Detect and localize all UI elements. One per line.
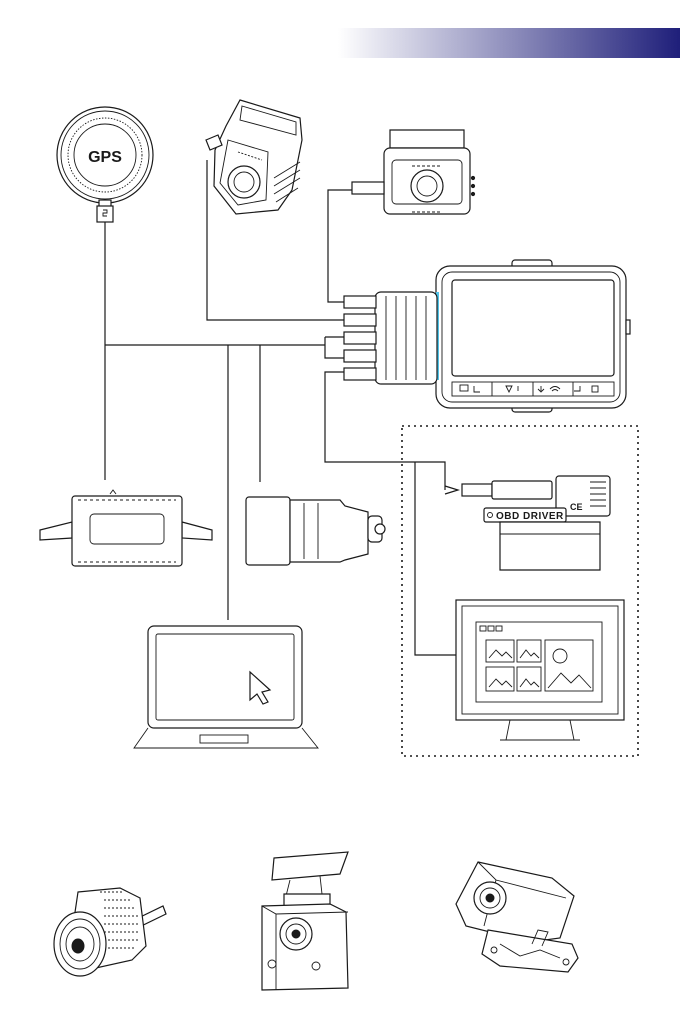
license-plate-camera-icon <box>456 862 578 972</box>
car-charger-icon <box>246 497 385 565</box>
bullet-camera-icon <box>54 888 166 976</box>
monitor-icon <box>456 600 624 740</box>
gps-icon: GPS <box>57 107 153 222</box>
header-band <box>338 28 680 58</box>
hardwire-kit-icon <box>40 490 212 566</box>
dashcam-screen <box>452 280 614 376</box>
obd-ce-mark: CE <box>570 502 583 512</box>
interior-camera-icon <box>262 852 348 990</box>
rear-camera-icon <box>352 130 475 214</box>
dashcam-icon <box>344 260 630 412</box>
connection-wires <box>105 160 458 655</box>
gps-label: GPS <box>88 149 122 166</box>
laptop-icon <box>134 626 318 748</box>
obd-adapter-label: OBD DRIVER <box>496 511 564 522</box>
obd-adapter-icon: CE OBD DRIVER <box>445 476 610 570</box>
front-camera-icon <box>206 100 302 214</box>
